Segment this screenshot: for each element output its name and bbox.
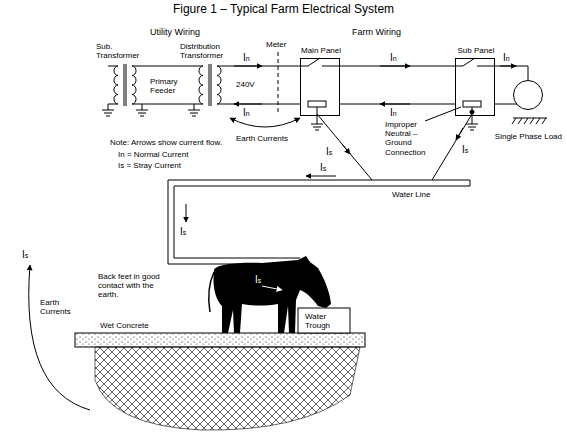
earth [95,347,360,430]
annotation-label: Water Trough [305,312,345,330]
node-label: Main Panel [281,46,361,55]
wire [132,66,203,104]
load-outline [514,81,543,110]
stray-current-path [317,114,372,180]
wire-connector [340,66,455,67]
wire [132,58,528,118]
stray-current-path [317,107,472,180]
wire [317,107,472,118]
annotation-label: Wet Concrete [100,321,149,330]
load-outline [513,80,543,110]
wire-connector [495,66,528,80]
node-label: Single Phase Load [482,132,562,141]
load-circle: Single Phase Load [513,80,543,110]
annotation-label: Utility Wiring [150,27,200,37]
cow [262,286,282,290]
panel-box: Sub Panel [455,58,495,116]
current-label: Is [180,226,186,238]
water-trough [298,308,350,333]
current-arrow [234,104,262,105]
annotation-label: Note: Arrows show current flow. [110,138,222,147]
ground-symbol [136,104,148,116]
current-label: Is [22,249,28,261]
neutral-bar [463,101,481,107]
load-ground [512,118,547,124]
water-pipe [168,180,470,264]
ground-symbol [188,104,200,116]
transformer-symbol [199,66,203,104]
stray-current-path [432,114,472,180]
current-arrow [230,118,300,127]
wire [340,104,455,105]
annotation-label: Distribution Transformer [180,42,236,60]
annotation-label: Water Line [392,190,430,199]
transformer-symbol [132,66,136,104]
transformer-symbol [108,64,221,106]
wire [217,66,300,104]
annotation-label: Back feet in good contact with the earth… [98,272,174,300]
earth [95,347,360,430]
annotation-label: Farm Wiring [352,27,401,37]
current-arrow [234,66,262,67]
wire [455,58,495,66]
water-pipe [470,180,471,186]
current-label: In [243,52,250,64]
annotation-label: Improper Neutral – Ground Connection [385,120,445,157]
transformer-symbol [114,66,118,104]
current-arrow [380,104,410,105]
current-label: In [503,52,510,64]
panel-box: Main Panel [300,58,340,116]
water-pipe [174,186,470,258]
figure-title: Figure 1 – Typical Farm Electrical Syste… [0,2,567,16]
cow [209,272,214,312]
annotation-label: In = Normal Current [118,150,188,159]
concrete-slab [75,333,365,347]
transformer-symbol [217,66,221,104]
transformer-symbol [124,64,126,106]
water-trough [298,308,350,333]
ground-symbol [102,104,114,116]
concrete-slab [75,333,365,347]
meter-line [278,52,279,114]
current-arrow [306,176,336,177]
annotation-label: Meter [266,40,286,49]
current-label: Is [255,274,261,286]
current-label: Is [326,146,332,158]
load-ground [512,118,547,124]
annotation-label: Is = Stray Current [118,161,181,170]
current-label: In [390,107,397,119]
neutral-bar [470,110,474,114]
annotation-label: Earth Currents [40,298,86,316]
current-label: Is [320,162,326,174]
annotation-label: Sub. Transformer [96,42,144,60]
current-label: In [390,52,397,64]
transformer-symbol [209,64,211,106]
transformer-symbol [108,66,118,104]
annotation-label: 240V [236,80,255,89]
ground-symbol [102,104,478,130]
annotation-label: Earth Currents [236,134,288,143]
meter-line [278,52,279,114]
neutral-bar [308,101,326,107]
water-pipe [168,180,470,264]
current-arrow [186,204,187,222]
current-label: In [243,107,250,119]
current-label: Is [462,144,468,156]
wire [300,58,340,66]
annotation-label: Primary Feeder [150,77,188,95]
ground-symbol [466,118,478,130]
